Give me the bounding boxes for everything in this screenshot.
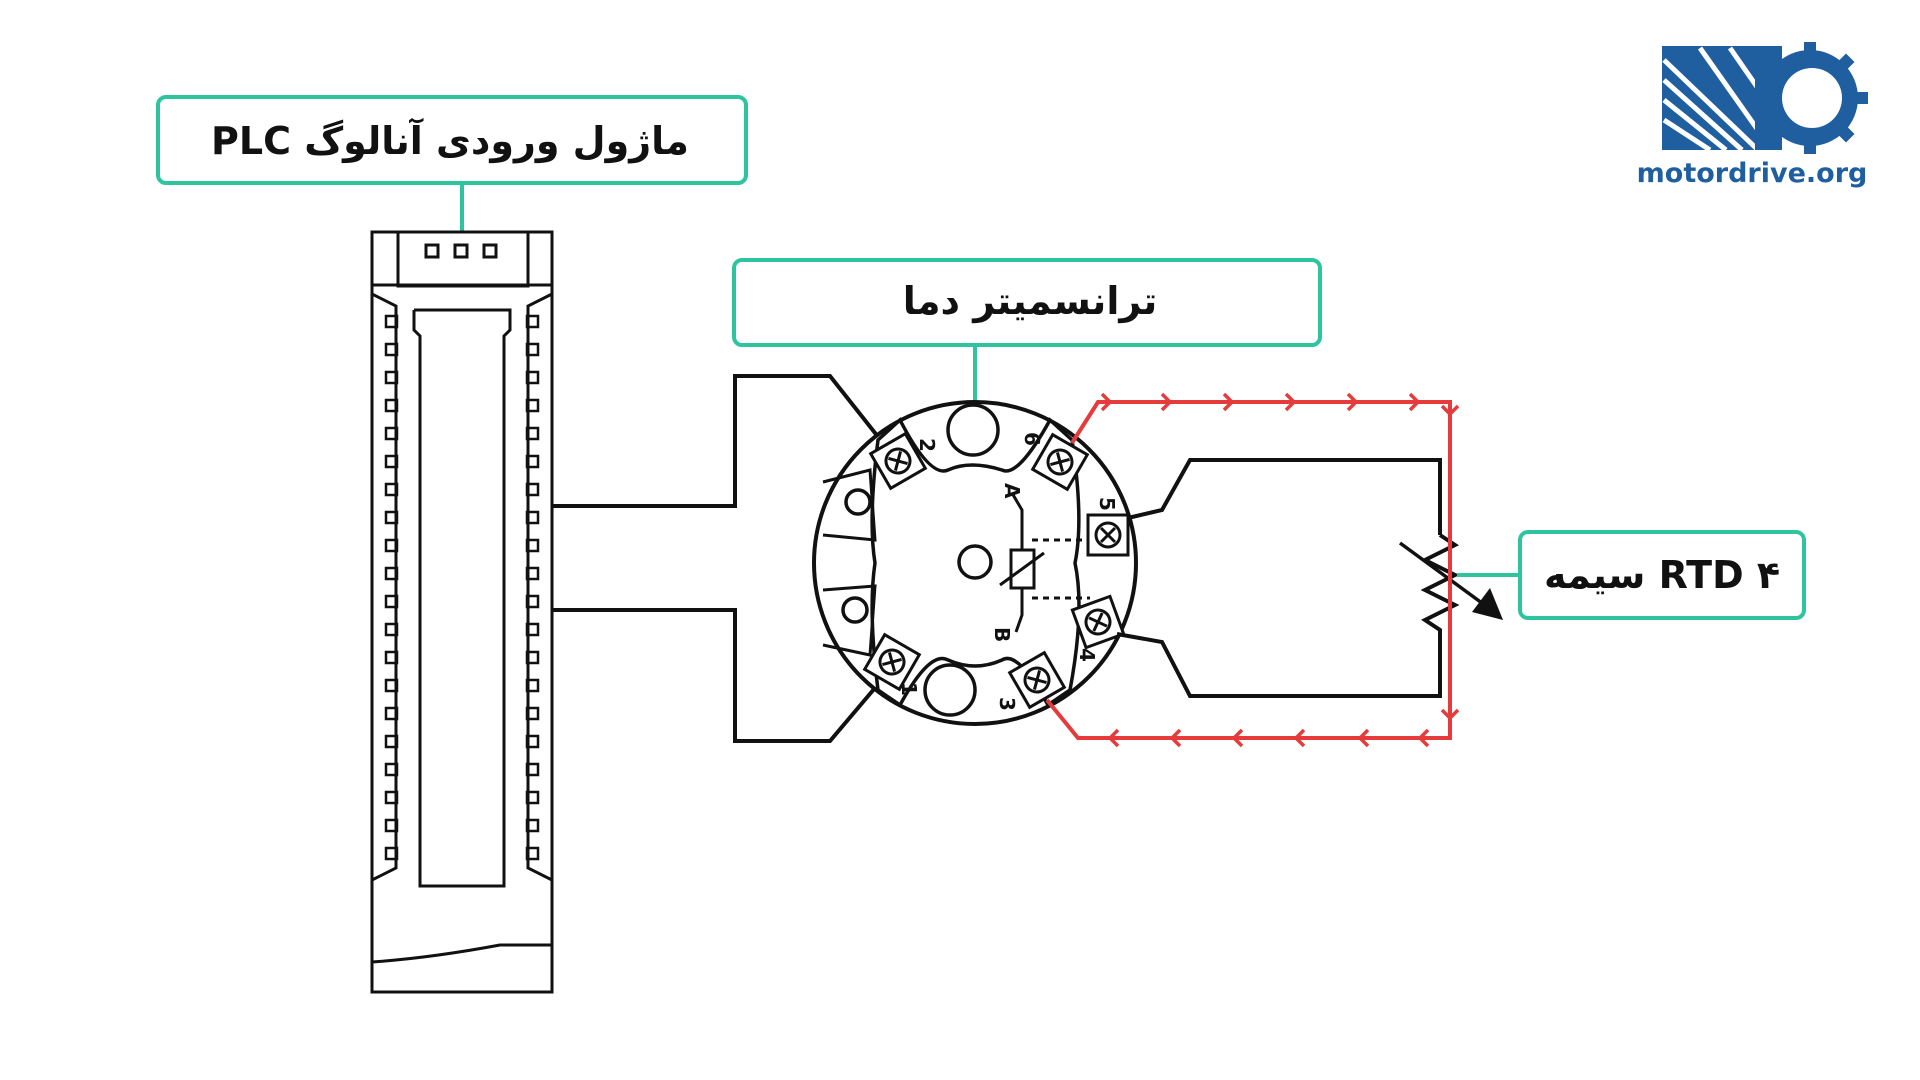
plc-terminal — [525, 314, 540, 329]
current-arrow — [1222, 392, 1235, 412]
current-arrow — [1408, 392, 1421, 412]
plc-terminal — [384, 818, 399, 833]
rtd-label-box: RTD ۴ سیمه — [1518, 530, 1806, 620]
terminal-screws — [862, 431, 1130, 710]
plc-terminal — [525, 846, 540, 861]
plc-terminal — [525, 622, 540, 637]
terminal-4-label: 4 — [1075, 648, 1099, 662]
current-arrow — [1169, 728, 1182, 748]
plc-module-label: ماژول ورودی آنالوگ PLC — [211, 117, 689, 164]
plc-terminal — [525, 426, 540, 441]
plc-terminal-rows — [384, 314, 540, 861]
plc-terminal — [525, 734, 540, 749]
terminal-labels: 2 6 5 4 3 1 A B — [897, 432, 1119, 711]
plc-terminal — [525, 818, 540, 833]
plc-terminal — [525, 566, 540, 581]
current-path — [1045, 392, 1460, 748]
plc-terminal — [384, 650, 399, 665]
rtd-label: RTD ۴ سیمه — [1544, 553, 1780, 597]
plc-module — [370, 230, 554, 994]
plc-transmitter-wires — [552, 374, 882, 743]
rtd-resistor-symbol — [1420, 533, 1460, 640]
current-arrow — [1440, 708, 1460, 721]
plc-terminal — [384, 370, 399, 385]
terminal-5-label: 5 — [1095, 497, 1119, 511]
current-arrow — [1160, 392, 1173, 412]
transmitter-label-box: ترانسمیتر دما — [732, 258, 1322, 347]
plc-terminal — [384, 762, 399, 777]
plc-terminal — [384, 566, 399, 581]
plc-terminal — [384, 846, 399, 861]
plc-terminal — [384, 398, 399, 413]
temperature-transmitter — [812, 400, 1138, 726]
plc-terminal — [525, 370, 540, 385]
plc-label-box: ماژول ورودی آنالوگ PLC — [156, 95, 748, 185]
current-arrow — [1100, 392, 1113, 412]
plc-terminal — [525, 342, 540, 357]
motordrive-gear-logo-icon — [1662, 42, 1868, 154]
plc-terminal — [525, 790, 540, 805]
plc-terminal — [525, 454, 540, 469]
terminal-6-label: 6 — [1020, 432, 1044, 446]
rtd-arrow-head — [1472, 588, 1503, 620]
plc-terminal — [525, 594, 540, 609]
plc-terminal — [525, 650, 540, 665]
rtd-wires — [1116, 458, 1488, 698]
plc-terminal — [384, 314, 399, 329]
plc-terminal — [525, 538, 540, 553]
plc-terminal — [525, 706, 540, 721]
motordrive-logo: motordrive.org — [1637, 42, 1868, 189]
terminal-b-label: B — [990, 627, 1014, 642]
plc-terminal — [384, 482, 399, 497]
plc-terminal — [384, 426, 399, 441]
terminal-a-label: A — [1000, 483, 1024, 499]
logo-text: motordrive.org — [1637, 158, 1868, 189]
plc-terminal — [384, 790, 399, 805]
plc-terminal — [384, 510, 399, 525]
plc-terminal — [525, 398, 540, 413]
current-arrow — [1417, 728, 1430, 748]
plc-terminal — [384, 734, 399, 749]
plc-terminal — [384, 622, 399, 637]
transmitter-label: ترانسمیتر دما — [903, 279, 1158, 323]
plc-terminal — [384, 706, 399, 721]
terminal-1-label: 1 — [897, 682, 921, 696]
plc-terminal — [525, 482, 540, 497]
terminal-2-label: 2 — [915, 438, 939, 452]
current-arrow — [1357, 728, 1370, 748]
rtd-variable-arrow — [1398, 541, 1488, 608]
plc-terminal — [384, 342, 399, 357]
terminal-3-label: 3 — [995, 697, 1019, 711]
current-arrow — [1440, 404, 1460, 417]
current-arrow — [1346, 392, 1359, 412]
current-arrow — [1284, 392, 1297, 412]
current-arrow — [1293, 728, 1306, 748]
plc-terminal — [384, 678, 399, 693]
current-arrow — [1231, 728, 1244, 748]
plc-terminal — [525, 678, 540, 693]
plc-terminal — [384, 594, 399, 609]
plc-terminal — [384, 538, 399, 553]
plc-terminal — [525, 510, 540, 525]
current-arrow — [1107, 728, 1120, 748]
plc-terminal — [384, 454, 399, 469]
rtd-sensor-symbol — [999, 492, 1090, 633]
plc-terminal — [525, 762, 540, 777]
